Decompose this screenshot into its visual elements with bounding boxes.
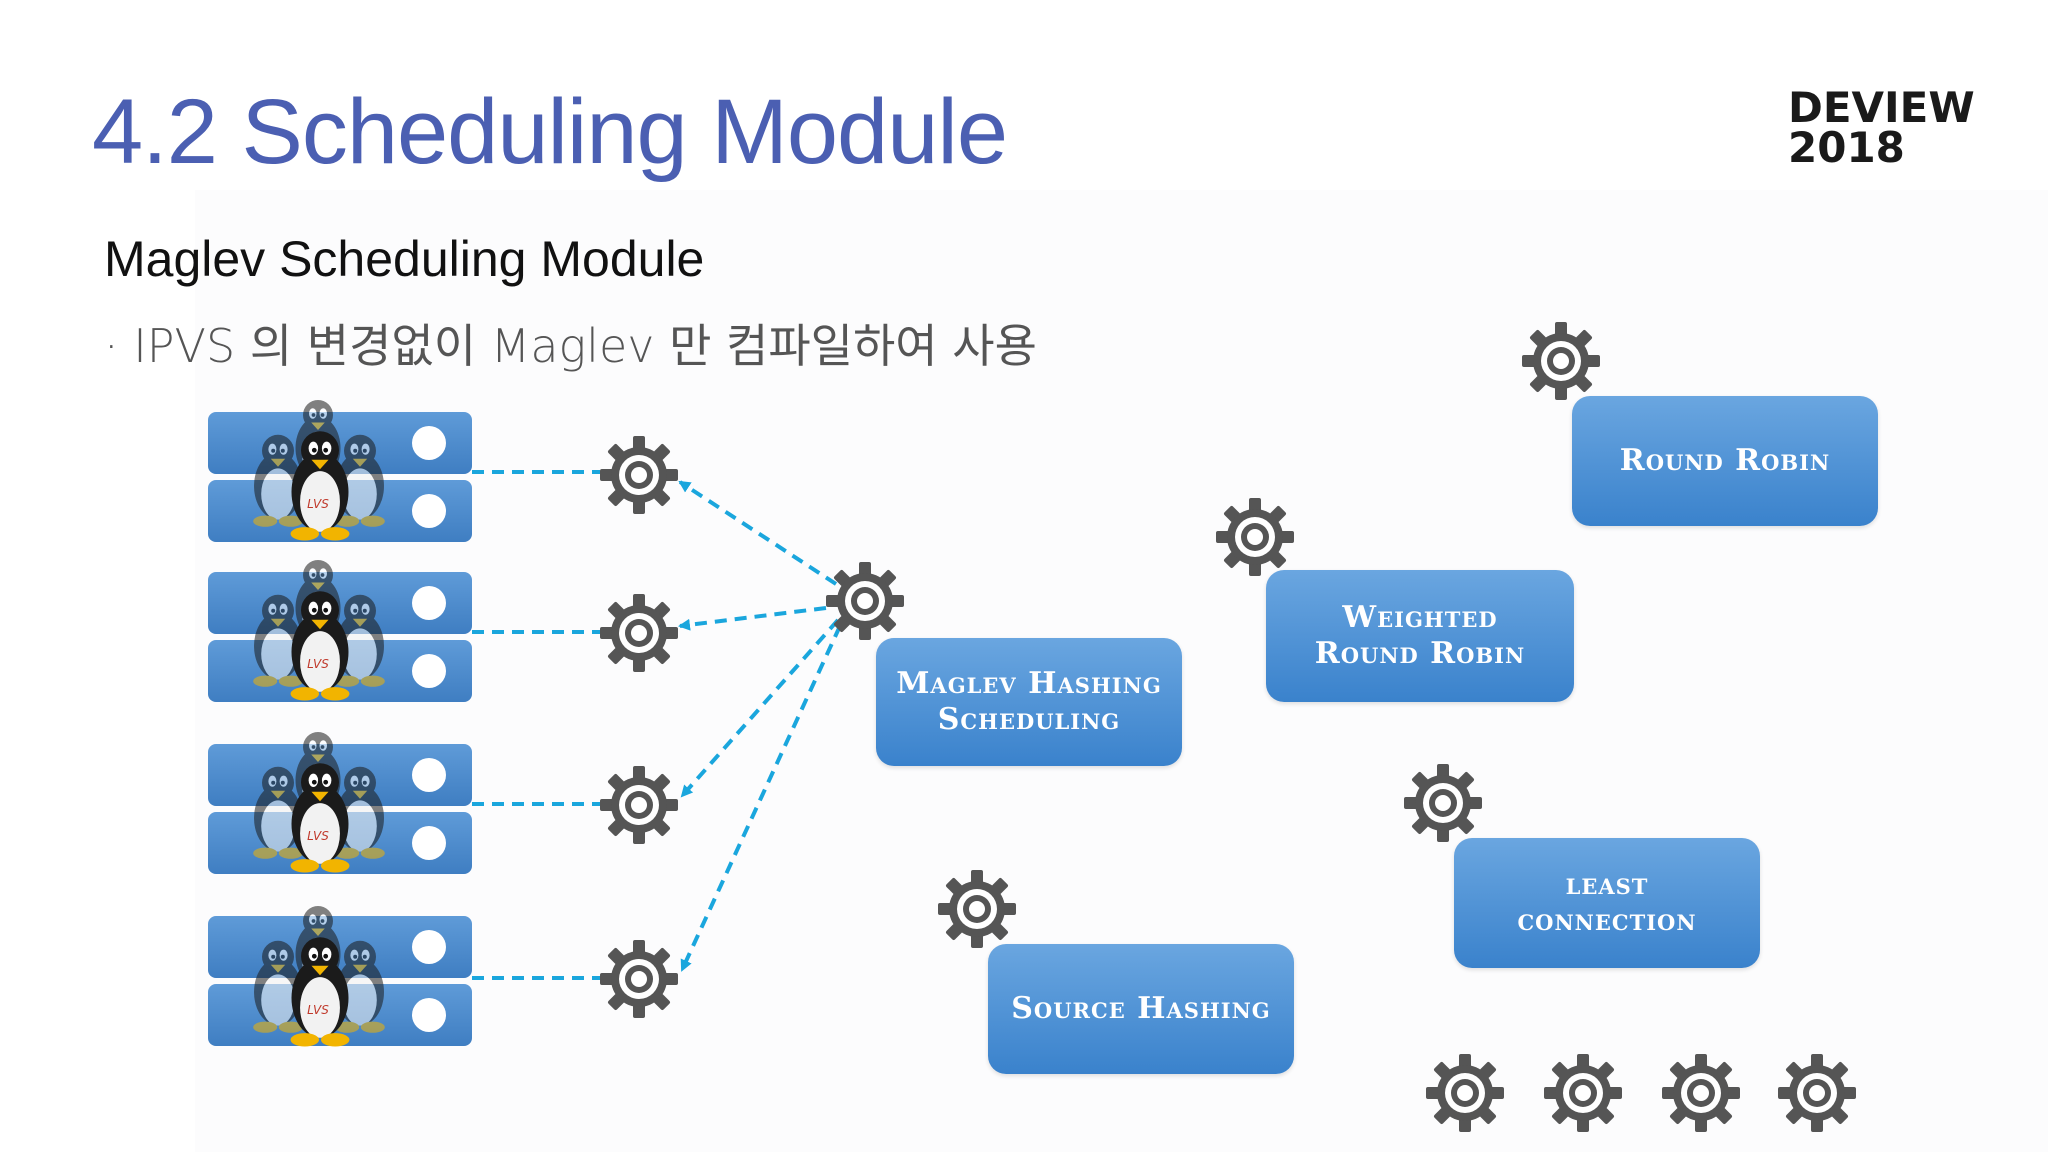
gear-icon — [1520, 320, 1602, 402]
lvs-badge-text: LVS — [307, 1003, 329, 1017]
lvs-penguin-icon: LVS — [248, 556, 398, 704]
gear-icon — [1214, 496, 1296, 578]
arrow-to-gear-3 — [680, 618, 840, 798]
server-led — [412, 494, 446, 528]
server-led — [412, 998, 446, 1032]
maglev-hashing-box: Maglev Hashing Scheduling — [876, 638, 1182, 766]
server-led — [412, 654, 446, 688]
gear-icon — [598, 938, 680, 1020]
gear-icon — [936, 868, 1018, 950]
weighted-round-robin-label: Weighted Round Robin — [1314, 600, 1526, 671]
gear-icon — [824, 560, 906, 642]
gear-icon — [598, 764, 680, 846]
lvs-penguin-icon: LVS — [248, 902, 398, 1050]
gear-icon — [1402, 762, 1484, 844]
arrow-to-gear-1 — [678, 480, 838, 586]
brand-line2: 2018 — [1788, 123, 1905, 172]
server-led — [412, 826, 446, 860]
arrow-to-gear-4 — [680, 625, 842, 972]
lvs-badge-text: LVS — [307, 829, 329, 843]
bullet-text: · IPVS 의 변경없이 Maglev 만 컴파일하여 사용 — [104, 319, 1037, 373]
lvs-badge-text: LVS — [307, 497, 329, 511]
round-robin-box: Round Robin — [1572, 396, 1878, 526]
server-unit — [208, 916, 472, 978]
source-hashing-box: Source Hashing — [988, 944, 1294, 1074]
source-hashing-label: Source Hashing — [1011, 991, 1271, 1026]
weighted-round-robin-box: Weighted Round Robin — [1266, 570, 1574, 702]
gear-icon — [598, 592, 680, 674]
gear-icon — [1660, 1052, 1742, 1134]
brand-line1: DEVIEW — [1788, 83, 1975, 132]
server-led — [412, 586, 446, 620]
gear-icon — [1776, 1052, 1858, 1134]
gear-icon — [598, 434, 680, 516]
lvs-badge-text: LVS — [307, 657, 329, 671]
brand-logo: DEVIEW 2018 — [1788, 83, 1975, 172]
arrow-to-gear-2 — [678, 606, 827, 631]
server-led — [412, 930, 446, 964]
maglev-hashing-label: Maglev Hashing Scheduling — [896, 666, 1162, 737]
round-robin-label: Round Robin — [1619, 443, 1831, 478]
section-subtitle: Maglev Scheduling Module — [104, 231, 705, 287]
server-led — [412, 426, 446, 460]
server-led — [412, 758, 446, 792]
least-connection-label: least connection — [1517, 867, 1697, 938]
lvs-penguin-icon: LVS — [248, 728, 398, 876]
gear-icon — [1542, 1052, 1624, 1134]
lvs-penguin-icon: LVS — [248, 396, 398, 544]
page-title: 4.2 Scheduling Module — [92, 81, 1008, 183]
gear-icon — [1424, 1052, 1506, 1134]
least-connection-box: least connection — [1454, 838, 1760, 968]
